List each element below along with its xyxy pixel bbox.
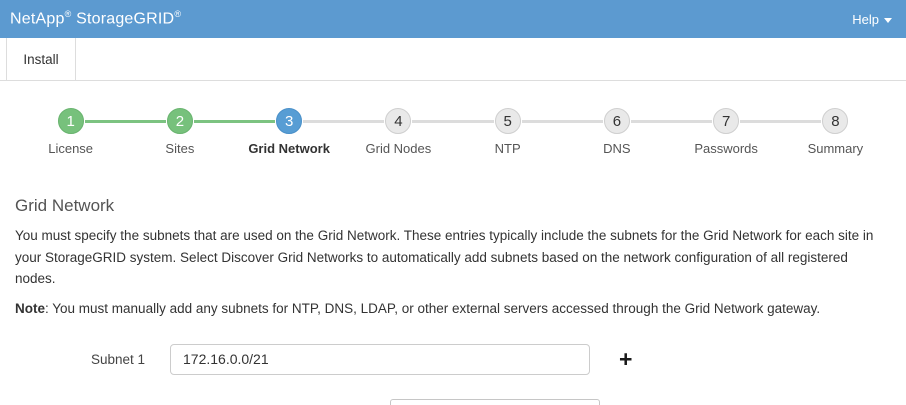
step-circle: 3 [276,108,303,134]
step-label: License [48,141,94,156]
step-connector [740,120,822,123]
description-text: You must specify the subnets that are us… [15,228,874,287]
brand-netapp: NetApp [10,10,65,28]
caret-down-icon [884,17,892,23]
step-label: DNS [603,141,631,156]
step-label: Grid Network [248,141,330,156]
subnet-label: Subnet 1 [90,351,145,367]
note-label: Note [15,300,45,316]
step-connector [630,120,713,123]
step-connector [84,120,166,123]
main-content: Grid Network You must specify the subnet… [0,196,906,405]
plus-icon: + [619,345,633,372]
step-label: Sites [165,141,195,156]
discover-subnets-button[interactable]: Discover Grid Network subnets [390,398,600,405]
tab-install[interactable]: Install [6,38,76,80]
registered-mark-icon: ® [174,9,182,20]
page-title: Grid Network [15,196,115,215]
note-body: : You must manually add any subnets for … [45,300,821,316]
brand-title: NetApp® StorageGRID® [10,9,181,28]
step-circle: 8 [822,108,849,134]
app-header: NetApp® StorageGRID® Help [0,0,906,38]
subnet-row: Subnet 1 + [15,343,891,375]
help-menu[interactable]: Help [852,12,892,27]
subnet-input[interactable] [170,343,590,375]
step-circle: 6 [603,108,630,134]
step-label: NTP [494,141,521,156]
discover-row: Discover Grid Network subnets [15,398,891,405]
step-circle: 1 [57,108,84,134]
step-label: Passwords [694,141,758,156]
brand-storagegrid: StorageGRID [76,10,175,28]
step-circle: 7 [713,108,740,134]
step-connector [521,120,603,123]
step-label: Grid Nodes [365,141,432,156]
step-circle: 4 [385,108,412,134]
help-label: Help [852,11,879,27]
step-circle: 5 [494,108,521,134]
add-subnet-button[interactable]: + [617,345,634,372]
step-connector [193,120,276,123]
step-connector [412,120,494,123]
step-label: Summary [807,141,864,156]
note-text: Note: You must manually add any subnets … [15,301,891,316]
registered-mark-icon: ® [64,9,72,20]
tab-bar: Install [0,38,906,81]
step-connector [303,120,385,123]
step-circle: 2 [166,108,193,134]
